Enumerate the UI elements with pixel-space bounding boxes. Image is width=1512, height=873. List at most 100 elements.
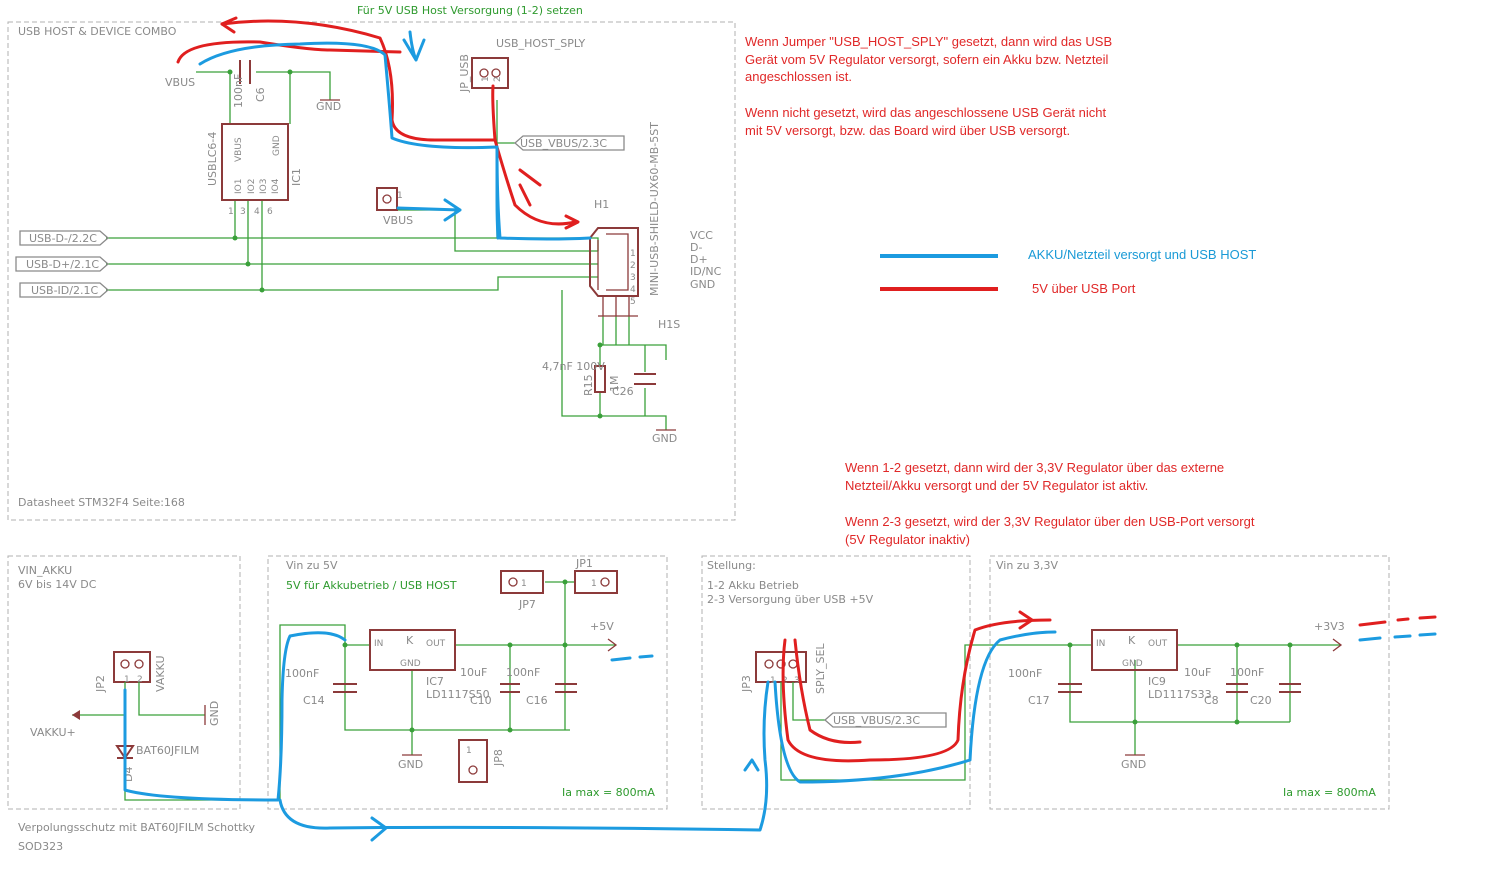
capacitor-c10 (500, 683, 520, 693)
usb-dp-label: USB-D+/2.1C (26, 258, 99, 271)
frame-title-vin-akku: VIN_AKKU (18, 564, 72, 577)
c14-value: 100nF (285, 667, 319, 680)
ic7-type: LD1117S50 (426, 688, 490, 701)
ic1-usblc6 (221, 123, 289, 201)
vakku-plus-label: VAKKU+ (30, 726, 76, 739)
pin-gnd: GND (690, 278, 715, 291)
r15-value: 1M (608, 376, 621, 393)
jp8-pin1: 1 (466, 746, 472, 756)
ic1-type: USBLC6-4 (206, 132, 219, 186)
ic1-pin3: 3 (240, 207, 246, 217)
jp2-label: JP2 (94, 675, 107, 693)
vbus-tp-pin: 1 (397, 191, 403, 201)
c26-label: C26 (612, 385, 634, 398)
frame-datasheet-note: Datasheet STM32F4 Seite:168 (18, 496, 185, 509)
capacitor-c6 (239, 60, 251, 84)
vakku-label: VAKKU (154, 655, 167, 692)
ic1-pin4: 4 (254, 207, 260, 217)
ic1-pin-vbus: VBUS (234, 137, 244, 162)
c17-label: C17 (1028, 694, 1050, 707)
c17-value: 100nF (1008, 667, 1042, 680)
frame-subtitle-vin-akku: 6V bis 14V DC (18, 578, 97, 591)
c14-label: C14 (303, 694, 325, 707)
frame-title-vin-5v: Vin zu 5V (286, 559, 338, 572)
jp-usb-label: JP_USB (458, 54, 471, 93)
usb-host-sply-label: USB_HOST_SPLY (496, 37, 585, 50)
blue-akku-power-path (123, 30, 1437, 842)
pin-dplus: D+ (690, 253, 708, 266)
c8-value: 10uF (1184, 666, 1211, 679)
c6-name: C6 (254, 87, 267, 102)
c10-label: C10 (470, 694, 492, 707)
jp8-label: JP8 (492, 749, 505, 767)
c8-label: C8 (1204, 694, 1219, 707)
jumper-usb-host-sply[interactable] (471, 57, 509, 89)
legend-red-label: 5V über USB Port (1032, 281, 1136, 296)
note1-line3: angeschlossen ist. (745, 69, 852, 84)
ic7-pin-k: K (406, 634, 414, 647)
ic7-name: IC7 (426, 675, 444, 688)
pin-idnc: ID/NC (690, 265, 722, 278)
imax-5v-note: Ia max = 800mA (562, 786, 655, 799)
usb-vbus-label: USB_VBUS/2.3C (520, 137, 607, 150)
gnd-label-ic7: GND (398, 758, 423, 771)
stellung-line-2: 2-3 Versorgung über USB +5V (707, 593, 874, 606)
ic9-type: LD1117S33 (1148, 688, 1212, 701)
protection-note-line-1: Verpolungsschutz mit BAT60JFILM Schottky (18, 821, 255, 834)
usb-dm-net-label (19, 230, 109, 246)
c20-value: 100nF (1230, 666, 1264, 679)
cap-r-value: 4,7nF 100V (542, 360, 605, 373)
diode-label: BAT60JFILM (136, 744, 199, 757)
conn-pin1: 1 (630, 249, 636, 259)
jp3-pin1: 1 (770, 676, 776, 686)
usb-id-net-label (19, 282, 109, 298)
jp2-pin1: 1 (124, 675, 130, 685)
usb-connector-type: MINI-USB-SHIELD-UX60-MB-5ST (648, 122, 661, 296)
imax-3v3-note: Ia max = 800mA (1283, 786, 1376, 799)
plus3v3-label: +3V3 (1314, 620, 1345, 633)
ic7-pin-in: IN (374, 639, 383, 649)
note2-line2: Netzteil/Akku versorgt und der 5V Regula… (845, 478, 1148, 493)
jp-usb-pin2: 2 (493, 76, 503, 82)
frame-title-usb-combo: USB HOST & DEVICE COMBO (18, 25, 177, 38)
usb-id-label: USB-ID/2.1C (31, 284, 98, 297)
usb-combo-frame (7, 21, 736, 521)
jp7-jumper[interactable] (500, 570, 544, 594)
ic1-pin6: 6 (267, 207, 273, 217)
jp7-label: JP7 (518, 598, 536, 611)
jp2-connector[interactable] (113, 651, 151, 683)
protection-note-line-2: SOD323 (18, 840, 63, 853)
ic1-pin-io2: IO2 (247, 179, 257, 194)
jp2-pin2: 2 (137, 675, 143, 685)
jp1-jumper[interactable] (574, 570, 618, 594)
usb-vbus-net-label (514, 135, 625, 151)
vin-akku-frame (7, 555, 241, 810)
c16-value: 100nF (506, 666, 540, 679)
ic9-name: IC9 (1148, 675, 1166, 688)
vbus-mid-label: VBUS (383, 214, 413, 227)
top-jumper-note: Für 5V USB Host Versorgung (1-2) setzen (357, 4, 583, 17)
jp3-label: JP3 (740, 675, 753, 693)
vbus-testpoint (376, 187, 398, 211)
conn-pin5: 5 (630, 297, 636, 307)
pin-dminus: D- (690, 241, 702, 254)
note1-line2: Gerät vom 5V Regulator versorgt, sofern … (745, 52, 1109, 67)
jp8-jumper[interactable] (458, 739, 488, 783)
conn-pin2: 2 (630, 261, 636, 271)
c20-label: C20 (1250, 694, 1272, 707)
note2-line3: Wenn 2-3 gesetzt, wird der 3,3V Regulato… (845, 514, 1255, 529)
ic9-pin-gnd: GND (1122, 659, 1143, 669)
jp7-pin1: 1 (521, 579, 527, 589)
stellung-line-1: 1-2 Akku Betrieb (707, 579, 799, 592)
ic1-pin-io4: IO4 (271, 178, 281, 194)
conn-pin3: 3 (630, 273, 636, 283)
h1-label: H1 (594, 198, 609, 211)
jp1-pin1: 1 (591, 579, 597, 589)
c10-value: 10uF (460, 666, 487, 679)
note2-line1: Wenn 1-2 gesetzt, dann wird der 3,3V Reg… (845, 460, 1224, 475)
capacitor-c17 (1058, 683, 1082, 693)
mini-usb-connector (589, 227, 639, 317)
plus5v-label: +5V (590, 620, 614, 633)
h1s-label: H1S (658, 318, 680, 331)
